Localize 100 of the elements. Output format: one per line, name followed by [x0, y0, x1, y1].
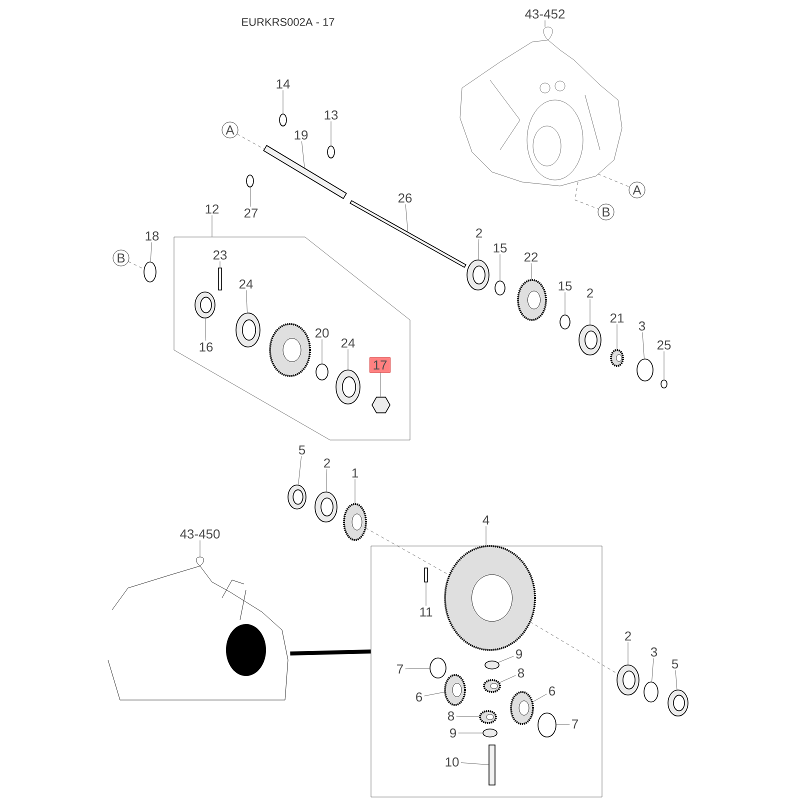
circled-letter: B	[598, 204, 614, 220]
callout-number: 8	[448, 711, 454, 721]
gear	[444, 674, 466, 706]
highlighted-callout-number: 17	[370, 357, 390, 373]
callout-number: 27	[244, 208, 258, 218]
callout-number: 23	[213, 250, 227, 260]
pin	[218, 268, 222, 290]
leader-line	[301, 141, 305, 168]
washer	[484, 660, 500, 670]
callout-number: 43-452	[525, 9, 565, 19]
transmission-housing-drawing	[460, 26, 622, 186]
bearing	[288, 484, 306, 510]
bearing	[336, 370, 360, 404]
callout-number: 12	[206, 204, 219, 214]
callout-number: 14	[276, 80, 290, 88]
o-ring	[660, 380, 668, 388]
alignment-line	[365, 528, 450, 576]
leader-line	[405, 668, 430, 670]
callout-number: 2	[324, 458, 330, 468]
callout-number: 5	[298, 445, 306, 455]
gear	[343, 503, 367, 541]
callout-number: 5	[672, 659, 678, 669]
leader-line	[282, 90, 284, 114]
callout-number: 1	[352, 468, 358, 478]
leader-line	[298, 456, 302, 485]
o-ring	[644, 682, 658, 702]
group-outline	[174, 236, 410, 440]
group-outline	[370, 546, 602, 798]
callout-number: 4	[482, 516, 490, 524]
leader-line	[564, 292, 566, 315]
callout-number: 9	[450, 728, 456, 738]
callout-number: 18	[146, 231, 159, 241]
callout-number: 15	[558, 281, 572, 291]
gear	[610, 349, 624, 367]
circled-letter: B	[112, 250, 130, 266]
gear	[483, 679, 501, 693]
callout-number: 7	[572, 720, 578, 728]
callout-number: 2	[587, 288, 593, 298]
callout-number: 21	[610, 313, 624, 323]
leader-line	[150, 242, 152, 262]
callout-number: 24	[239, 279, 253, 289]
leader-line	[326, 469, 328, 492]
bearing	[466, 260, 490, 290]
bearing	[236, 312, 260, 348]
o-ring	[246, 174, 254, 188]
callout-number: 20	[315, 328, 329, 338]
o-ring	[144, 262, 156, 282]
leader-line	[556, 724, 570, 725]
reference-line	[574, 182, 599, 210]
leader-line	[380, 372, 381, 397]
pin	[424, 568, 428, 582]
circled-letter: A	[222, 122, 238, 138]
leader-line	[642, 332, 644, 359]
o-ring	[279, 114, 287, 126]
sleeve	[194, 292, 216, 318]
callout-number: 43-450	[180, 529, 220, 539]
o-ring	[316, 364, 328, 380]
leader-line	[330, 121, 332, 146]
callout-number: 6	[416, 692, 422, 702]
callout-number: 11	[420, 608, 432, 616]
callout-number: 10	[446, 757, 459, 767]
callout-number: 9	[516, 649, 522, 659]
leader-line	[544, 20, 546, 27]
o-ring	[494, 280, 506, 296]
leader-line	[250, 187, 251, 207]
washer	[482, 728, 498, 738]
callout-number: 3	[638, 321, 646, 331]
o-ring	[430, 658, 446, 678]
leader-line	[460, 762, 489, 765]
leader-line	[478, 239, 480, 260]
callout-number: 24	[341, 338, 355, 348]
callout-number: 22	[524, 252, 538, 262]
leader-line	[458, 732, 483, 734]
callout-number: 26	[398, 193, 412, 203]
gear	[510, 691, 534, 725]
leader-line	[498, 675, 516, 684]
callout-number: 7	[397, 664, 403, 674]
callout-number: 13	[324, 110, 338, 120]
leader-line	[530, 263, 532, 280]
leader-line	[532, 694, 547, 702]
leader-line	[354, 478, 356, 504]
callout-number: 8	[518, 668, 524, 678]
alignment-line	[530, 622, 618, 674]
leader-line	[246, 290, 248, 313]
transmission-housing-drawing	[108, 556, 288, 700]
circled-letter: A	[628, 182, 646, 198]
bearing	[314, 492, 338, 522]
diagram-title: EURKRS002A - 17	[242, 18, 334, 26]
callout-number: 2	[625, 631, 631, 641]
leader-line	[205, 318, 206, 341]
callout-number: 25	[657, 340, 671, 350]
leader-line	[498, 656, 514, 663]
gear	[517, 279, 547, 321]
leader-line	[424, 692, 446, 696]
reference-line	[236, 134, 264, 150]
leader-line	[616, 324, 618, 350]
gear	[269, 323, 311, 377]
leader-line	[456, 716, 480, 717]
o-ring	[636, 358, 654, 382]
o-ring	[327, 146, 335, 158]
